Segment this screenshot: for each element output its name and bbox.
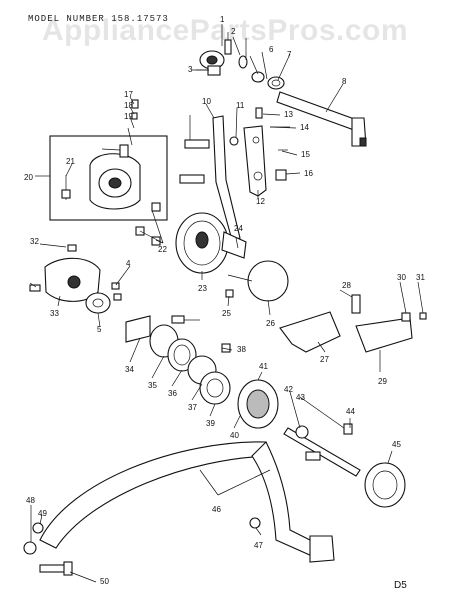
leader-lines — [29, 24, 424, 583]
part-group-left-stack — [29, 244, 122, 314]
callout-12: 12 — [256, 197, 265, 206]
callout-24: 24 — [234, 224, 243, 233]
callout-32: 32 — [30, 237, 39, 246]
model-caption: MODEL NUMBER 158.17573 — [28, 14, 169, 24]
callout-33: 33 — [50, 309, 59, 318]
callout-42: 42 — [284, 385, 293, 394]
callout-36: 36 — [168, 389, 177, 398]
callout-14: 14 — [300, 123, 309, 132]
callout-35: 35 — [148, 381, 157, 390]
callout-8: 8 — [342, 77, 347, 86]
callout-26: 26 — [266, 319, 275, 328]
callout-10: 10 — [202, 97, 211, 106]
callout-28: 28 — [342, 281, 351, 290]
callout-37: 37 — [188, 403, 197, 412]
callout-19: 19 — [124, 112, 133, 121]
callout-1: 1 — [220, 15, 225, 24]
callout-13: 13 — [284, 110, 293, 119]
callout-18: 18 — [124, 101, 133, 110]
callout-21: 21 — [66, 157, 75, 166]
callout-47: 47 — [254, 541, 263, 550]
callout-30: 30 — [397, 273, 406, 282]
part-group-center-rings — [125, 315, 279, 429]
callout-3: 3 — [188, 65, 193, 74]
callout-16: 16 — [304, 169, 313, 178]
callout-27: 27 — [320, 355, 329, 364]
callout-44: 44 — [346, 407, 355, 416]
callout-17: 17 — [124, 90, 133, 99]
callout-43: 43 — [296, 393, 305, 402]
callout-50: 50 — [100, 577, 109, 586]
callout-38: 38 — [237, 345, 246, 354]
part-group-lever — [179, 107, 290, 241]
callout-40: 40 — [230, 431, 239, 440]
callout-20: 20 — [24, 173, 33, 182]
part-group-shaft — [283, 423, 406, 508]
callout-23: 23 — [198, 284, 207, 293]
callout-45: 45 — [392, 440, 401, 449]
callout-46: 46 — [212, 505, 221, 514]
callout-48: 48 — [26, 496, 35, 505]
callout-39: 39 — [206, 419, 215, 428]
part-group-top — [196, 32, 367, 147]
callout-31: 31 — [416, 273, 425, 282]
part-group-boxed-assembly — [49, 99, 168, 221]
page-code: D5 — [394, 580, 407, 591]
callout-34: 34 — [125, 365, 134, 374]
part-group-right-bracket — [279, 294, 427, 353]
callout-25: 25 — [222, 309, 231, 318]
callout-2: 2 — [231, 27, 236, 36]
callout-49: 49 — [38, 509, 47, 518]
callout-7: 7 — [287, 50, 292, 59]
callout-22: 22 — [158, 245, 167, 254]
part-group-hook — [135, 202, 289, 302]
part-group-bottom-arm — [23, 441, 335, 576]
callout-6: 6 — [269, 45, 274, 54]
callout-15: 15 — [301, 150, 310, 159]
callout-29: 29 — [378, 377, 387, 386]
callout-11: 11 — [236, 101, 245, 110]
callout-41: 41 — [259, 362, 268, 371]
callout-4: 4 — [126, 259, 131, 268]
callout-5: 5 — [97, 325, 102, 334]
